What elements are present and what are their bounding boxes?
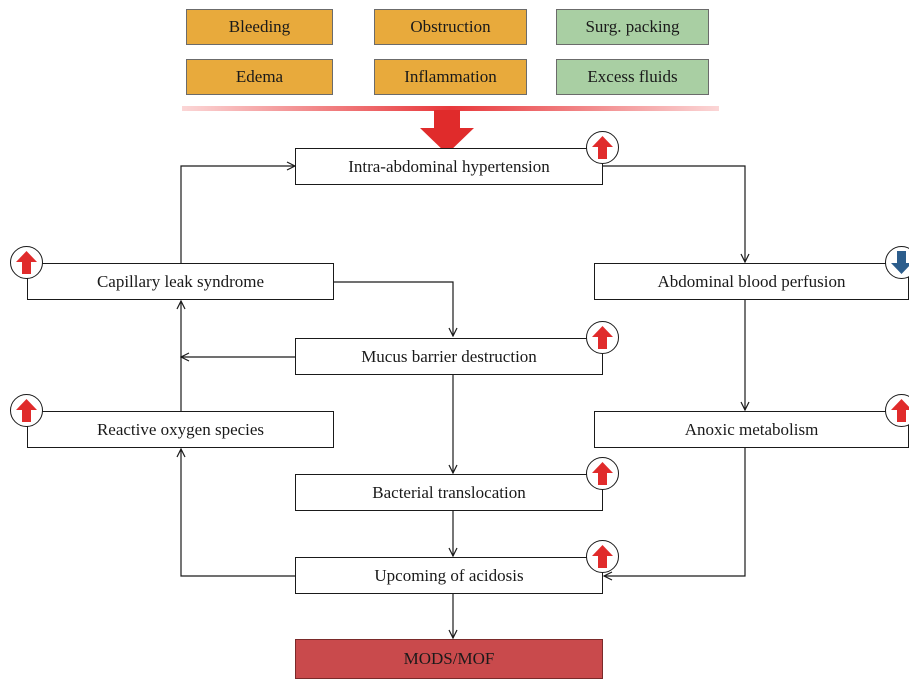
connector-capillary-to-iah bbox=[180, 166, 295, 263]
cause-excess-fluids: Excess fluids bbox=[556, 59, 709, 95]
node-capillary-leak-label: Capillary leak syndrome bbox=[96, 271, 265, 291]
cause-inflammation: Inflammation bbox=[374, 59, 527, 95]
node-anoxic-label: Anoxic metabolism bbox=[684, 419, 819, 439]
up-arrow-icon bbox=[16, 399, 37, 422]
up-arrow-icon bbox=[592, 462, 613, 485]
connector-acidosis-to-ros bbox=[181, 449, 295, 577]
up-arrow-icon bbox=[16, 251, 37, 274]
increase-badge-mucus-barrier bbox=[586, 321, 619, 354]
cause-obstruction-label: Obstruction bbox=[410, 17, 491, 36]
increase-badge-ros bbox=[10, 394, 43, 427]
connector-capillary-to-mucus bbox=[334, 281, 453, 336]
node-bacterial-translocation: Bacterial translocation bbox=[295, 474, 603, 511]
increase-badge-acidosis bbox=[586, 540, 619, 573]
cause-bleeding-label: Bleeding bbox=[228, 17, 291, 36]
node-mucus-barrier-label: Mucus barrier destruction bbox=[361, 346, 537, 366]
up-arrow-icon bbox=[592, 326, 613, 349]
connector-anoxic-to-acidosis bbox=[604, 448, 746, 576]
node-intra-abdominal-hypertension: Intra-abdominal hypertension bbox=[295, 148, 603, 185]
node-capillary-leak-syndrome: Capillary leak syndrome bbox=[27, 263, 334, 300]
increase-badge-capillary-leak bbox=[10, 246, 43, 279]
down-arrow-icon bbox=[891, 251, 909, 274]
node-reactive-oxygen-species: Reactive oxygen species bbox=[27, 411, 334, 448]
cause-edema-label: Edema bbox=[235, 67, 284, 86]
cause-edema: Edema bbox=[186, 59, 333, 95]
up-arrow-icon bbox=[592, 545, 613, 568]
cause-excess-fluids-label: Excess fluids bbox=[587, 67, 678, 86]
cause-inflammation-label: Inflammation bbox=[404, 67, 497, 86]
node-anoxic-metabolism: Anoxic metabolism bbox=[594, 411, 909, 448]
node-bacterial-label: Bacterial translocation bbox=[372, 482, 526, 502]
big-down-arrow-icon bbox=[420, 110, 474, 154]
node-ros-label: Reactive oxygen species bbox=[96, 419, 265, 439]
node-acidosis-label: Upcoming of acidosis bbox=[374, 565, 524, 585]
connector-iah-to-perfusion bbox=[603, 165, 745, 262]
node-iah-label: Intra-abdominal hypertension bbox=[348, 156, 550, 176]
node-abdominal-blood-perfusion: Abdominal blood perfusion bbox=[594, 263, 909, 300]
node-mucus-barrier-destruction: Mucus barrier destruction bbox=[295, 338, 603, 375]
node-upcoming-of-acidosis: Upcoming of acidosis bbox=[295, 557, 603, 594]
cause-surg-packing: Surg. packing bbox=[556, 9, 709, 45]
cause-obstruction: Obstruction bbox=[374, 9, 527, 45]
cause-surg-packing-label: Surg. packing bbox=[585, 17, 680, 36]
outcome-mods-label: MODS/MOF bbox=[403, 649, 495, 668]
up-arrow-icon bbox=[592, 136, 613, 159]
cause-bleeding: Bleeding bbox=[186, 9, 333, 45]
increase-badge-iah bbox=[586, 131, 619, 164]
outcome-mods-mof: MODS/MOF bbox=[295, 639, 603, 679]
causes-divider bbox=[182, 106, 719, 111]
decrease-badge-abdominal-perfusion bbox=[885, 246, 909, 279]
up-arrow-icon bbox=[891, 399, 909, 422]
increase-badge-anoxic-metabolism bbox=[885, 394, 909, 427]
node-perfusion-label: Abdominal blood perfusion bbox=[657, 271, 846, 291]
increase-badge-bacterial-translocation bbox=[586, 457, 619, 490]
